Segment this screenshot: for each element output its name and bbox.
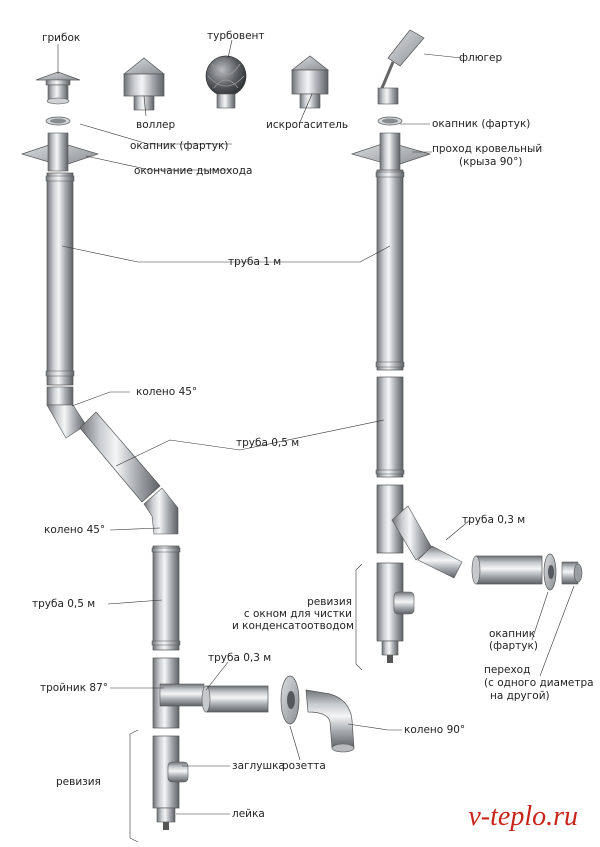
label-iskrogasitel: искрогаситель — [266, 119, 349, 131]
roof-flashing-left — [20, 132, 100, 172]
label-koleno-90: колено 90° — [404, 724, 466, 736]
inspection-left — [152, 735, 189, 830]
label-rozetta: розетта — [282, 760, 326, 772]
pipe-1m-left — [45, 172, 75, 386]
tee-right — [376, 484, 463, 579]
cap-mushroom — [35, 71, 81, 105]
label-leika: лейка — [232, 808, 265, 820]
label-prokhod-1: проход кровельный — [432, 143, 543, 155]
leader-lines — [57, 39, 575, 843]
cap-voller — [123, 57, 165, 111]
label-koleno-45-a: колено 45° — [136, 386, 198, 398]
label-okapnik-side-1: окапник — [489, 628, 536, 640]
tee-87 — [152, 657, 205, 729]
label-okapnik-left: окапник (фартук) — [130, 140, 229, 152]
label-truba-1m: труба 1 м — [228, 256, 282, 268]
label-gribok: грибок — [42, 32, 81, 44]
watermark: v-teplo.ru — [468, 801, 578, 832]
elbow-45-upper — [46, 386, 87, 439]
label-voller: воллер — [136, 119, 176, 131]
label-truba-05-a: труба 0,5 м — [236, 437, 300, 449]
drip-collar-right — [377, 116, 403, 126]
pipe-03m-left — [201, 685, 269, 713]
label-reviziya-right-1: ревизия — [307, 596, 352, 608]
label-prokhod-2: (крыза 90°) — [459, 156, 523, 168]
inspection-right — [376, 562, 415, 663]
weather-vane — [377, 29, 425, 105]
pipe-05m-right — [375, 376, 405, 478]
label-okapnik-side-2: (фартук) — [489, 640, 538, 652]
label-okonchanie: окончание дымохода — [134, 165, 253, 177]
rosette — [280, 675, 300, 725]
label-turbovent: турбовент — [207, 30, 265, 42]
roof-passage-right — [350, 132, 432, 172]
label-truba-03-left: труба 0,3 м — [208, 652, 272, 664]
turbovent — [205, 55, 247, 109]
label-fluger: флюгер — [459, 52, 503, 64]
label-reviziya-right-2: с окном для чистки — [243, 608, 352, 620]
pipe-05m-diagonal — [79, 411, 161, 503]
reducer — [561, 561, 583, 585]
label-reviziya-left: ревизия — [56, 776, 101, 788]
drip-collar-left — [45, 116, 71, 126]
label-perekhod-1: переход — [484, 664, 531, 676]
label-truba-05-b: труба 0,5 м — [32, 598, 96, 610]
pipe-05m-vertical — [151, 545, 181, 651]
pipe-1m-right — [375, 169, 405, 371]
label-truba-03-right: труба 0,3 м — [462, 514, 526, 526]
pipe-03m-right — [471, 555, 543, 585]
label-okapnik-right: окапник (фартук) — [432, 118, 531, 130]
label-zaglushka: заглушка — [232, 760, 285, 772]
elbow-45-lower — [143, 487, 179, 535]
elbow-90 — [305, 689, 355, 753]
label-troynik: тройник 87° — [40, 682, 109, 694]
label-perekhod-2: (с одного диаметра — [484, 677, 594, 689]
spark-arrester — [290, 55, 330, 109]
drip-collar-side — [543, 553, 557, 591]
label-koleno-45-b: колено 45° — [44, 524, 106, 536]
label-reviziya-right-3: и конденсатоотводом — [232, 620, 354, 632]
label-perekhod-3: на другой) — [490, 690, 550, 702]
